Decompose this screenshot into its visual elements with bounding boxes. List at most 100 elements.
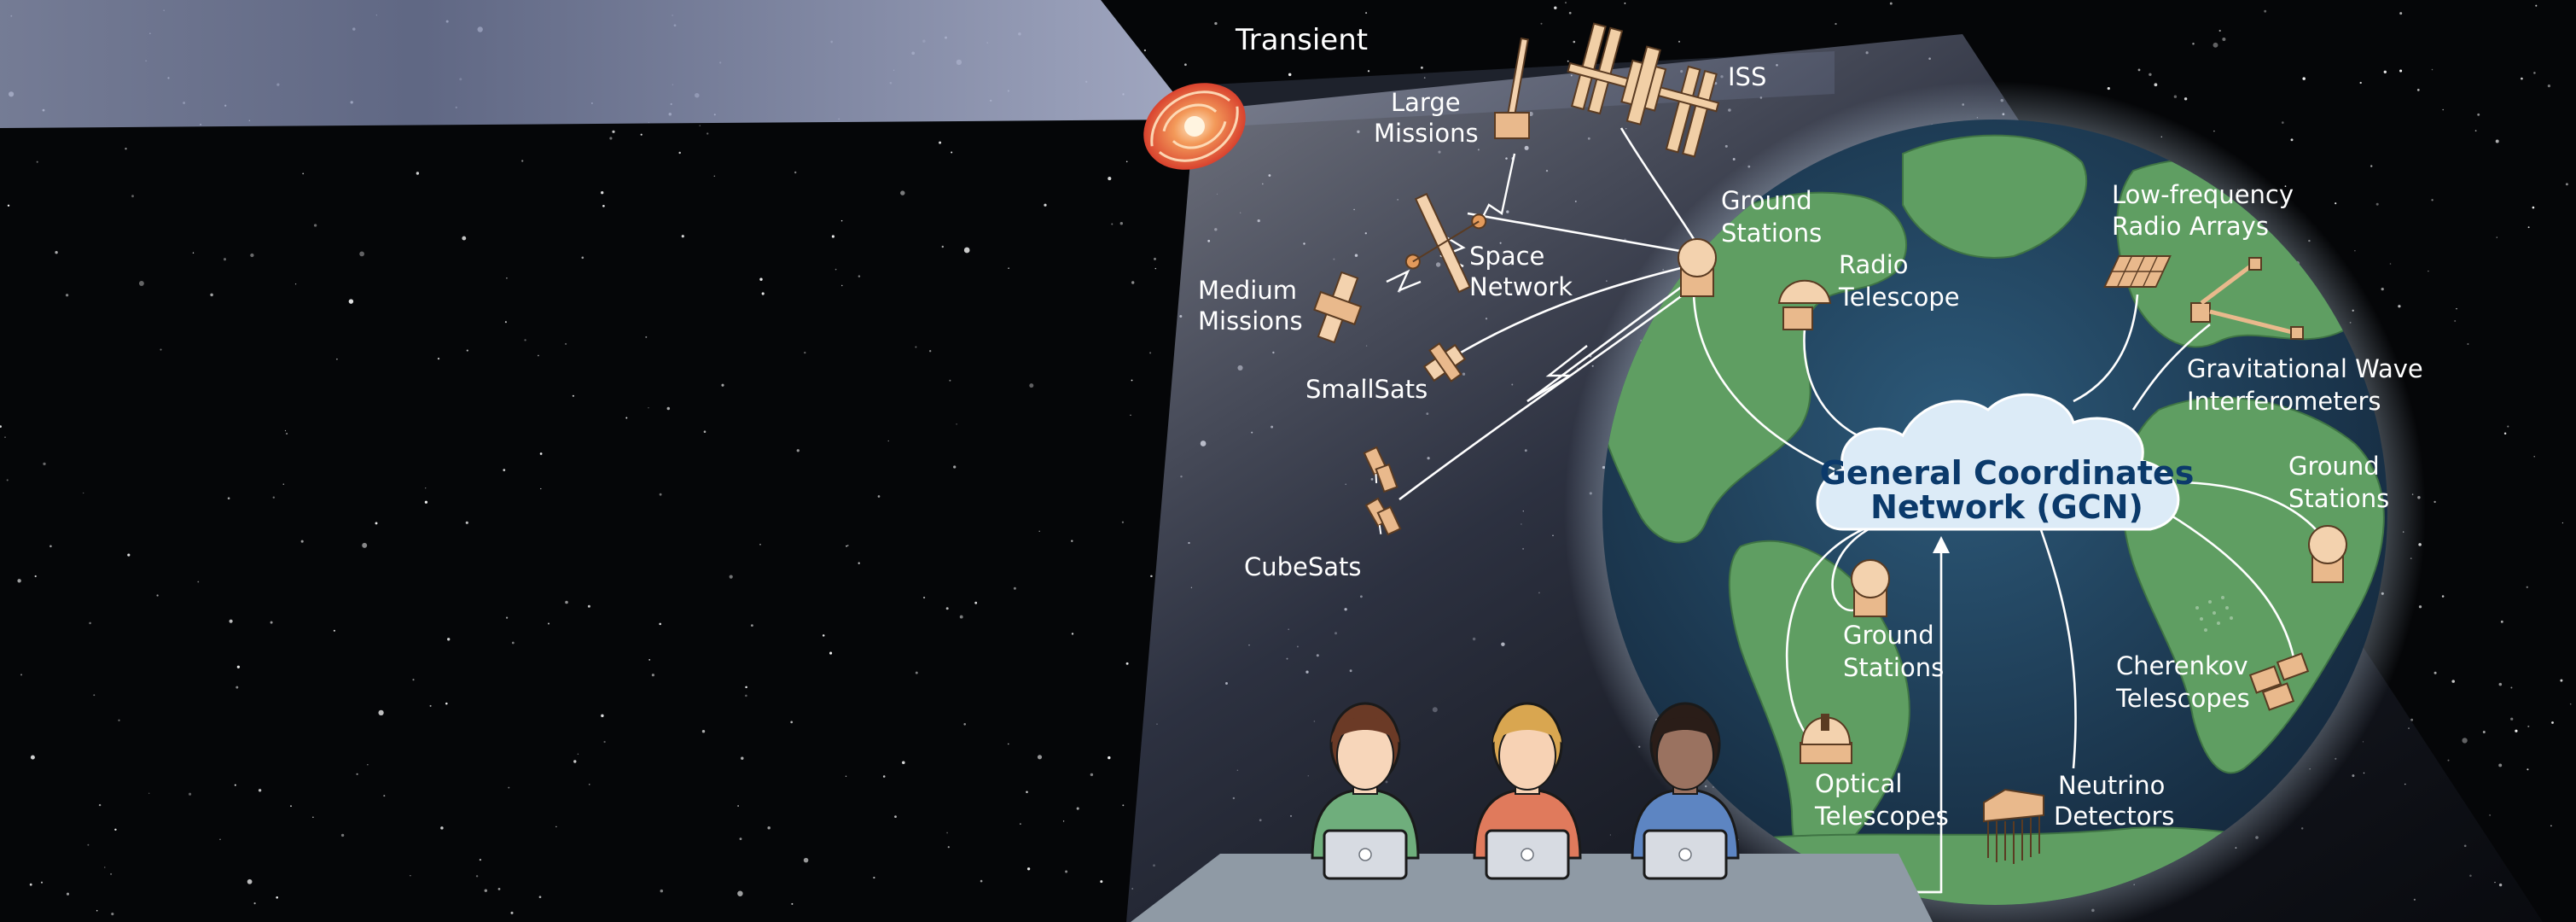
star — [581, 256, 584, 260]
star — [2154, 83, 2158, 87]
star — [510, 911, 514, 914]
star — [503, 469, 506, 471]
star — [2535, 4, 2538, 7]
star — [118, 719, 120, 721]
star — [1038, 530, 1040, 533]
star — [1013, 586, 1016, 590]
star — [156, 594, 159, 597]
star — [2290, 138, 2294, 142]
cubesats-label: CubeSats — [1244, 552, 1362, 581]
star — [2302, 77, 2306, 80]
arrowhead-gcn — [1933, 536, 1950, 553]
star — [2456, 307, 2457, 310]
star — [300, 540, 304, 543]
star — [939, 141, 942, 144]
star — [1044, 203, 1047, 207]
star — [7, 204, 10, 207]
star — [1122, 804, 1125, 807]
star — [548, 622, 550, 625]
star — [445, 702, 448, 705]
link-gw-gcn — [2131, 323, 2211, 411]
star — [114, 828, 117, 832]
star — [2173, 95, 2178, 98]
star — [2370, 165, 2373, 167]
star — [2354, 250, 2356, 252]
star — [847, 545, 849, 546]
star — [2149, 73, 2152, 77]
light-beam-left — [0, 0, 1195, 128]
gcn-title-line1: General Coordinates — [1820, 454, 2195, 492]
star — [750, 624, 753, 627]
star — [1108, 756, 1111, 760]
star — [659, 493, 662, 496]
star — [539, 452, 543, 455]
laptop-icon — [1485, 829, 1570, 880]
star — [894, 815, 897, 819]
star — [229, 619, 233, 623]
large-mission-satellite-icon — [1494, 37, 1530, 139]
star — [949, 379, 951, 382]
star — [36, 160, 38, 163]
star — [2107, 87, 2110, 90]
hair-fringe — [1651, 717, 1719, 743]
star — [223, 258, 227, 261]
star — [858, 562, 860, 564]
star — [1150, 575, 1153, 578]
star — [87, 843, 90, 846]
star — [573, 760, 577, 763]
star — [2507, 425, 2509, 428]
large-missions-label-line1: Large — [1391, 88, 1461, 117]
star — [302, 172, 305, 175]
star — [2183, 97, 2188, 101]
star — [945, 607, 949, 610]
star — [767, 826, 770, 830]
star — [540, 487, 542, 490]
star — [538, 896, 542, 899]
low-frequency-label-line2: Radio Arrays — [2112, 212, 2269, 241]
star — [49, 545, 52, 548]
star — [640, 133, 643, 136]
star — [1076, 807, 1079, 810]
star — [367, 764, 369, 766]
star — [565, 342, 567, 345]
gcn-title-line2: Network (GCN) — [1870, 488, 2143, 526]
star — [210, 293, 213, 297]
star — [1835, 22, 1837, 26]
radome-icon-center — [1851, 559, 1890, 617]
star — [2527, 725, 2530, 727]
link-groundstation-top-gcn — [1692, 289, 1835, 471]
star — [111, 913, 114, 916]
star — [359, 251, 365, 257]
star — [739, 837, 742, 841]
medium-missions-label-line2: Missions — [1198, 306, 1303, 336]
star — [219, 838, 221, 840]
ground-stations-right-label-line2: Stations — [2288, 484, 2389, 513]
star — [831, 235, 834, 238]
star — [1288, 73, 1292, 77]
star — [2447, 759, 2450, 762]
star — [1568, 11, 1572, 15]
star — [1367, 70, 1370, 73]
star — [2389, 263, 2392, 265]
ground-stations-right-label-line1: Ground — [2288, 452, 2380, 481]
cubesat-icon — [1363, 446, 1402, 536]
star — [89, 621, 91, 625]
star — [2264, 9, 2267, 13]
radio-telescope-label-line2: Telescope — [1838, 283, 1960, 312]
star — [148, 792, 150, 794]
star — [1108, 177, 1112, 181]
link-neutrino-gcn — [2038, 524, 2077, 769]
star — [1365, 12, 1368, 15]
star — [1111, 223, 1114, 225]
star — [375, 522, 378, 525]
star — [336, 358, 338, 360]
star — [822, 634, 825, 637]
star — [555, 826, 557, 828]
radio-telescope-label-line1: Radio — [1839, 250, 1909, 279]
star — [437, 358, 440, 360]
star — [2431, 199, 2434, 201]
star — [1678, 40, 1681, 43]
star — [2137, 68, 2141, 72]
star — [703, 430, 707, 434]
star — [601, 714, 604, 718]
